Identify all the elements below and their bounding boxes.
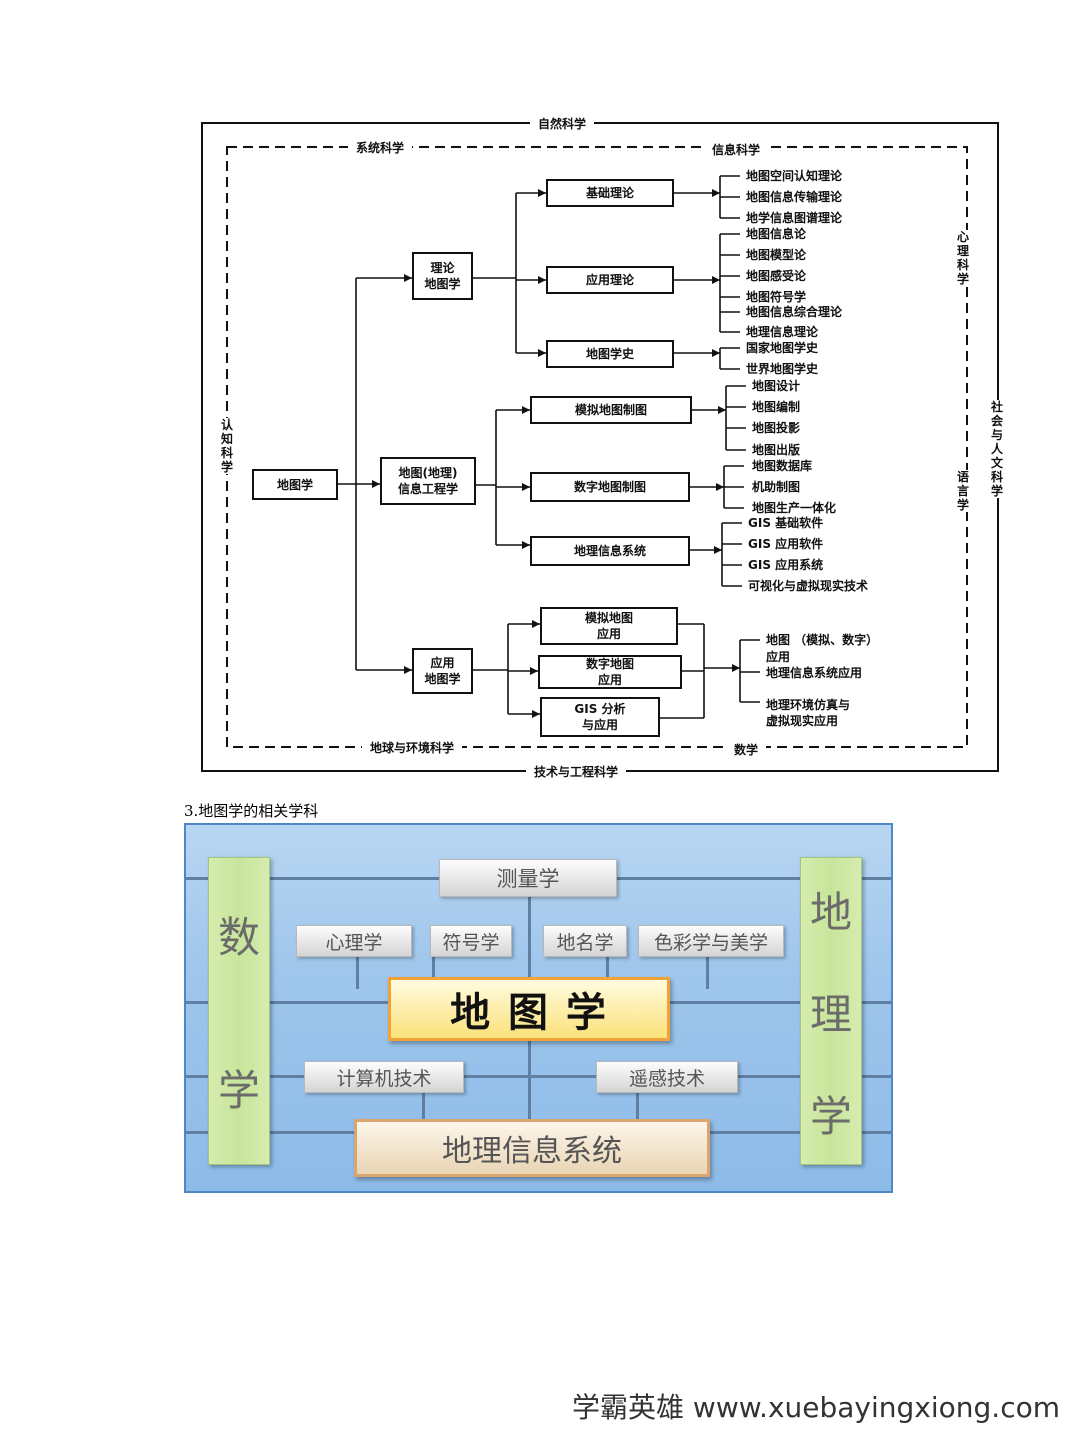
semiotics-box: 符号学 (430, 925, 512, 957)
leaf-item: GIS 应用系统 (748, 558, 824, 572)
geography-pillar: 地理学 (800, 857, 862, 1165)
leaf-item: 地学信息图谱理论 (746, 211, 843, 225)
label-information-science: 信息科学 (704, 143, 769, 157)
node-applied-theory: 应用理论 (546, 266, 674, 294)
label-natural-science: 自然科学 (530, 117, 595, 131)
leaf-item: 地图感受论 (746, 269, 807, 283)
related-disciplines-panel: 数学 地理学 测量学 心理学 符号学 地名学 色彩学与美学 地 图 学 计算机技… (184, 823, 893, 1193)
leaf-item: GIS 应用软件 (748, 537, 824, 551)
section-caption: 3.地图学的相关学科 (184, 802, 319, 820)
leaf-item: 可视化与虚拟现实技术 (748, 579, 869, 593)
leaf-item: 机助制图 (752, 480, 801, 494)
label-cognitive-science: 认知科学 (220, 418, 234, 474)
leaf-item: 地理环境仿真与 (766, 698, 851, 712)
node-cartography: 地图学 (252, 469, 338, 500)
leaf-item: 地图数据库 (752, 459, 813, 473)
node-digital-mapping: 数字地图制图 (530, 472, 690, 502)
node-applied-cartography: 应用地图学 (412, 648, 473, 694)
grid-line (186, 1075, 891, 1078)
node-gis: 地理信息系统 (530, 536, 690, 566)
leaf-item: 地理信息系统应用 (766, 666, 863, 680)
node-basic-theory: 基础理论 (546, 179, 674, 207)
cartography-center-box: 地 图 学 (388, 977, 670, 1041)
node-analog-mapping: 模拟地图制图 (530, 396, 692, 424)
leaf-item: 地图出版 (752, 443, 801, 457)
leaf-item: 地图编制 (752, 400, 801, 414)
mathematics-pillar: 数学 (208, 857, 270, 1165)
node-cartography-history: 地图学史 (546, 340, 674, 368)
label-earth-env-science: 地球与环境科学 (362, 741, 463, 755)
leaf-item: 地图空间认知理论 (746, 169, 843, 183)
node-digital-map-application: 数字地图应用 (538, 655, 682, 689)
leaf-item: 地图模型论 (746, 248, 807, 262)
node-analog-map-application: 模拟地图应用 (540, 607, 678, 645)
leaf-item: 地图符号学 (746, 290, 807, 304)
label-social-humanities: 社会与人文科学 (990, 400, 1004, 498)
leaf-item: 地图信息综合理论 (746, 305, 843, 319)
site-watermark: 学霸英雄 www.xuebayingxiong.com (572, 1391, 1060, 1424)
label-psychology-science: 心理科学 (956, 230, 970, 286)
grid-line (432, 955, 435, 989)
leaf-item: 地图生产一体化 (752, 501, 837, 515)
node-gis-analysis-application: GIS 分析与应用 (540, 697, 660, 737)
leaf-item: 地图信息论 (746, 227, 807, 241)
node-geo-info-engineering: 地图(地理)信息工程学 (380, 457, 476, 505)
computer-technology-box: 计算机技术 (304, 1061, 464, 1093)
leaf-item: 地理信息理论 (746, 325, 819, 339)
grid-line (422, 1091, 425, 1119)
leaf-item: 国家地图学史 (746, 341, 819, 355)
grid-line (356, 955, 359, 989)
gis-bottom-box: 地理信息系统 (354, 1119, 710, 1177)
toponymy-box: 地名学 (543, 925, 627, 957)
color-aesthetics-box: 色彩学与美学 (638, 925, 784, 957)
grid-line (706, 955, 709, 989)
leaf-item: 地图 （模拟、数字） (766, 633, 879, 647)
remote-sensing-box: 遥感技术 (596, 1061, 738, 1093)
node-theoretical-cartography: 理论地图学 (412, 252, 473, 300)
label-mathematics: 数学 (726, 743, 767, 757)
psychology-box: 心理学 (296, 925, 412, 957)
leaf-item: 地图信息传输理论 (746, 190, 843, 204)
grid-line (606, 955, 609, 989)
leaf-item: 虚拟现实应用 (766, 714, 839, 728)
leaf-item: 应用 (766, 650, 791, 664)
leaf-item: 地图投影 (752, 421, 801, 435)
leaf-item: GIS 基础软件 (748, 516, 824, 530)
leaf-item: 世界地图学史 (746, 362, 819, 376)
label-tech-engineering: 技术与工程科学 (526, 765, 627, 779)
surveying-box: 测量学 (439, 859, 617, 897)
label-linguistics: 语言学 (956, 470, 970, 512)
grid-line (636, 1091, 639, 1119)
label-systems-science: 系统科学 (348, 141, 413, 155)
leaf-item: 地图设计 (752, 379, 801, 393)
